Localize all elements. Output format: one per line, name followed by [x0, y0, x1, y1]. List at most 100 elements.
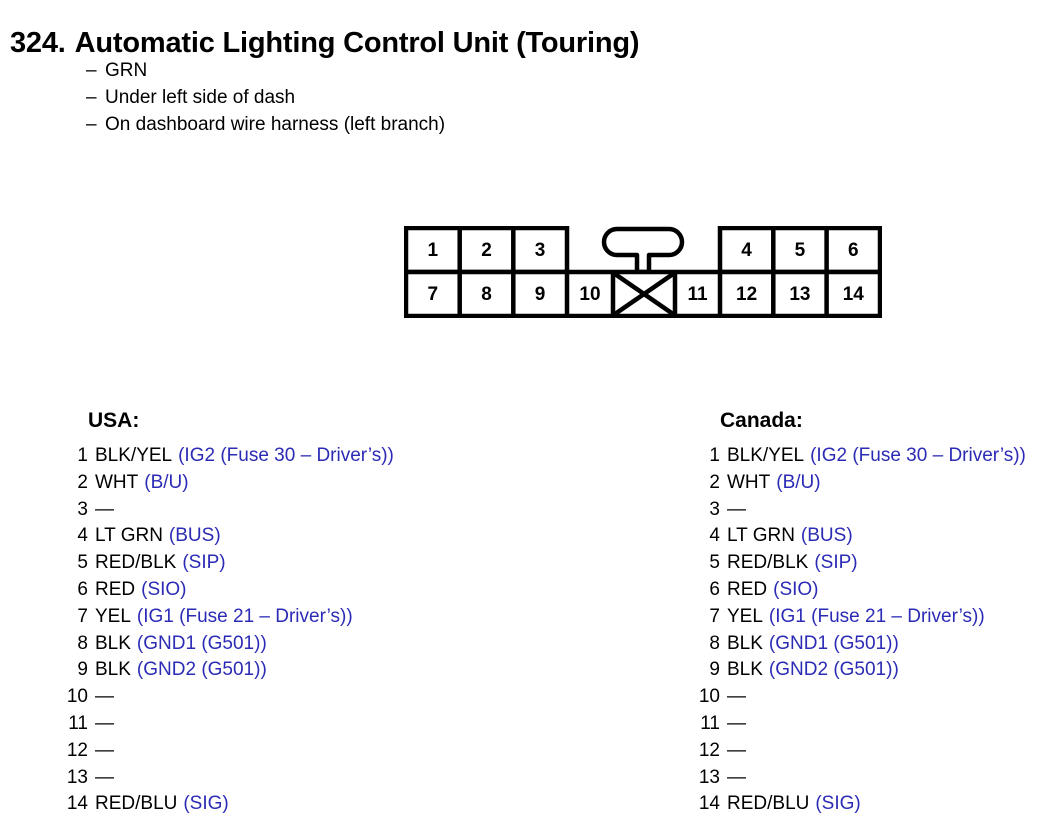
connector-top-left-block	[404, 226, 570, 275]
pin-number: 11	[700, 712, 720, 734]
pin-function: (SIO)	[773, 578, 819, 600]
pin-number: 8	[77, 632, 88, 654]
pin-function: (GND1 (G501))	[136, 632, 267, 654]
cavity-number: 3	[535, 240, 546, 261]
pin-wire-color: YEL	[95, 605, 131, 627]
notes-list: –GRN–Under left side of dash–On dashboar…	[86, 57, 445, 138]
pin-row: 14 RED/BLU(SIG)	[694, 791, 1026, 818]
pin-row: 10 —	[694, 684, 1026, 711]
pin-row: 5 RED/BLK(SIP)	[62, 550, 394, 577]
page-title-text: Automatic Lighting Control Unit (Touring…	[74, 27, 640, 60]
pin-unused-marker: —	[95, 739, 114, 761]
note-dash-icon: –	[86, 60, 97, 81]
note-text: On dashboard wire harness (left branch)	[105, 114, 446, 135]
pin-row: 12—	[694, 738, 1026, 765]
pin-number: 14	[66, 793, 88, 815]
pin-wire-color: RED/BLU	[727, 793, 810, 815]
pin-row: 11—	[694, 711, 1026, 738]
pin-number: 8	[709, 632, 720, 654]
unused-cavity-x-icon	[613, 272, 675, 316]
cavity-number: 8	[481, 284, 492, 305]
cavity-number: 13	[789, 284, 810, 305]
note-dash-icon: –	[86, 114, 97, 135]
connector-bottom-row-numbers: 7 8 9 10 11 12 13 14	[428, 284, 865, 305]
cavity-number: 1	[428, 240, 439, 261]
pin-function: (BUS)	[800, 525, 853, 547]
column-heading-usa: USA:	[88, 409, 140, 432]
cavity-number: 11	[687, 284, 708, 305]
pin-wire-color: BLK	[95, 632, 131, 654]
pin-function: (SIP)	[814, 552, 858, 574]
pin-row: 5 RED/BLK(SIP)	[694, 550, 1026, 577]
pin-number: 5	[77, 552, 88, 574]
pin-wire-color: RED/BLK	[727, 552, 809, 574]
note-text: GRN	[105, 60, 148, 81]
note-item: –On dashboard wire harness (left branch)	[86, 111, 445, 138]
pin-row: 13—	[62, 765, 394, 792]
pin-unused-marker: —	[95, 686, 114, 708]
pin-number: 4	[77, 525, 88, 547]
pin-function: (SIG)	[183, 793, 229, 815]
pin-function: (BUS)	[168, 525, 221, 547]
note-item: –GRN	[86, 57, 445, 84]
connector-bottom-block	[404, 269, 882, 318]
cavity-number: 2	[481, 240, 492, 261]
pin-number: 3	[77, 498, 88, 520]
column-heading-canada: Canada:	[720, 409, 803, 432]
pin-function: (GND2 (G501))	[768, 659, 899, 681]
pin-row: 3—	[694, 497, 1026, 524]
pin-wire-color: RED	[95, 578, 136, 600]
pin-function: (SIG)	[815, 793, 861, 815]
pin-wire-color: BLK/YEL	[727, 445, 805, 466]
pin-unused-marker: —	[727, 686, 746, 708]
pin-row: 11—	[62, 711, 394, 738]
pin-unused-marker: —	[727, 766, 746, 788]
cavity-number: 14	[843, 284, 865, 305]
pin-function: (GND2 (G501))	[136, 659, 267, 681]
pin-number: 1	[709, 445, 720, 466]
pin-number: 14	[698, 793, 720, 815]
pin-number: 7	[709, 605, 720, 627]
pin-wire-color: RED	[727, 578, 768, 600]
pin-number: 12	[698, 739, 720, 761]
pin-wire-color: YEL	[727, 605, 763, 627]
pin-wire-color: BLK	[727, 659, 763, 681]
cavity-number: 9	[535, 284, 546, 305]
pin-wire-color: RED/BLK	[95, 552, 177, 574]
cavity-number: 12	[736, 284, 757, 305]
pin-wire-color: BLK	[95, 659, 131, 681]
connector-diagram: 1 2 3 4 5 6 7 8 9 10 11 12 13 14	[404, 226, 882, 318]
cavity-number: 6	[848, 240, 859, 261]
pin-number: 13	[698, 766, 720, 788]
pin-function: (SIP)	[182, 552, 226, 574]
pin-function: (IG2 (Fuse 30 – Driver’s))	[178, 445, 394, 466]
cavity-number: 10	[579, 284, 600, 305]
connector-top-row-numbers: 1 2 3 4 5 6	[428, 240, 859, 261]
pin-number: 9	[77, 659, 88, 681]
pin-function: (B/U)	[776, 471, 821, 493]
pin-number: 3	[709, 498, 720, 520]
pin-number: 10	[698, 686, 720, 708]
pin-number: 5	[709, 552, 720, 574]
pin-function: (B/U)	[144, 471, 189, 493]
pin-number: 2	[709, 471, 720, 493]
pin-number: 12	[66, 739, 88, 761]
connector-top-right-block	[717, 226, 882, 275]
cavity-number: 5	[795, 240, 806, 261]
pin-wire-color: RED/BLU	[95, 793, 178, 815]
page-title: 324.Automatic Lighting Control Unit (Tou…	[10, 27, 640, 60]
pin-row: 14 RED/BLU(SIG)	[62, 791, 394, 818]
note-dash-icon: –	[86, 87, 97, 108]
pin-wire-color: BLK	[727, 632, 763, 654]
